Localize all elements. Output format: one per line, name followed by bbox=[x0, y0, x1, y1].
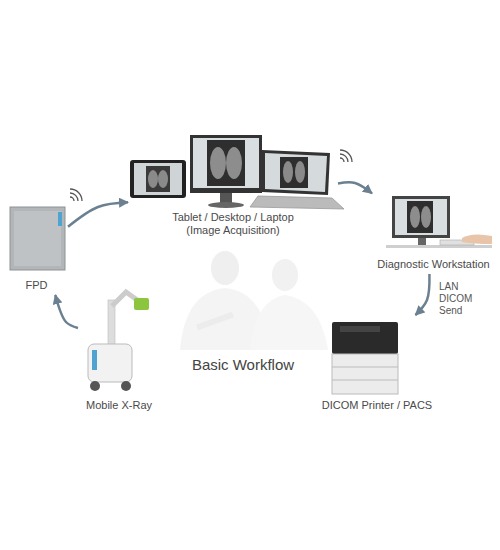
dicom-printer bbox=[332, 322, 398, 394]
xray-image bbox=[407, 201, 433, 233]
diagram-title: Basic Workflow bbox=[192, 356, 294, 373]
xray-base bbox=[88, 344, 132, 382]
tablet-body bbox=[130, 160, 186, 198]
xray-logo bbox=[92, 350, 97, 370]
laptop-base bbox=[250, 196, 344, 209]
wifi-arc bbox=[340, 158, 344, 162]
wifi-symbol bbox=[340, 150, 352, 162]
desk bbox=[386, 245, 492, 248]
flow-arrow bbox=[55, 295, 78, 328]
tablet-screen bbox=[134, 163, 182, 195]
device-label: DICOM Printer / PACS bbox=[322, 399, 432, 413]
lung bbox=[226, 147, 242, 179]
xray-image bbox=[146, 166, 170, 192]
monitor-stand bbox=[220, 193, 232, 203]
tray-line bbox=[332, 380, 398, 381]
xray-image bbox=[280, 157, 308, 188]
device-label: Diagnostic Workstation bbox=[377, 258, 489, 272]
device-node: DICOM Printer / PACS bbox=[312, 315, 442, 415]
wifi-arc bbox=[340, 150, 352, 162]
tray-line bbox=[332, 367, 398, 368]
laptop bbox=[250, 150, 344, 209]
desktop-monitor bbox=[190, 135, 262, 208]
lung bbox=[410, 206, 420, 228]
monitor-body bbox=[190, 135, 262, 193]
wifi-arc bbox=[70, 189, 82, 201]
monitor-body bbox=[392, 196, 450, 238]
fpd-body bbox=[10, 207, 65, 270]
doctors-photo bbox=[180, 251, 328, 350]
doctor-head bbox=[211, 251, 239, 285]
lung bbox=[210, 147, 226, 179]
lung bbox=[148, 170, 158, 188]
device-label: FPD bbox=[26, 279, 48, 293]
lung bbox=[421, 206, 431, 228]
monitor-stand bbox=[418, 238, 426, 245]
mobile-xray bbox=[88, 292, 149, 391]
fpd-panel bbox=[10, 207, 65, 270]
device-label: Tablet / Desktop / Laptop (Image Acquisi… bbox=[166, 211, 301, 239]
wifi-arc bbox=[340, 154, 348, 162]
wifi-symbol bbox=[70, 189, 82, 201]
printer-panel bbox=[340, 326, 380, 332]
wheel bbox=[121, 381, 131, 391]
device-node: Tablet / Desktop / Laptop (Image Acquisi… bbox=[128, 132, 338, 240]
tablet-device bbox=[130, 160, 186, 198]
device-label: Mobile X-Ray bbox=[86, 399, 152, 413]
film-sheet bbox=[196, 312, 234, 331]
device-node: Mobile X-Ray bbox=[78, 282, 160, 415]
hand bbox=[462, 234, 492, 244]
laptop-lid bbox=[262, 150, 330, 195]
lung bbox=[295, 161, 305, 183]
flow-arrow bbox=[415, 274, 429, 315]
laptop-screen bbox=[265, 153, 327, 192]
fpd-tag bbox=[58, 212, 62, 226]
monitor-screen bbox=[193, 138, 259, 188]
wheel bbox=[90, 381, 100, 391]
xray-image bbox=[207, 140, 245, 186]
lung bbox=[158, 170, 168, 188]
patient-body bbox=[250, 295, 328, 350]
diagnostic-workstation bbox=[386, 196, 492, 248]
patient-head bbox=[272, 259, 298, 291]
edge-label: LAN DICOM Send bbox=[438, 280, 490, 318]
printer-trays bbox=[332, 354, 398, 394]
xray-tube bbox=[134, 298, 149, 310]
device-node: Diagnostic Workstation bbox=[372, 188, 495, 274]
printer-top bbox=[332, 322, 398, 354]
flow-arrow bbox=[338, 182, 372, 193]
flow-arrow bbox=[68, 202, 128, 226]
monitor-base bbox=[208, 202, 244, 208]
device-node: FPD bbox=[5, 200, 68, 295]
monitor-screen bbox=[395, 199, 447, 235]
wifi-arc bbox=[70, 197, 74, 201]
lung bbox=[283, 161, 293, 183]
fpd-face bbox=[14, 211, 61, 266]
wifi-arc bbox=[70, 193, 78, 201]
